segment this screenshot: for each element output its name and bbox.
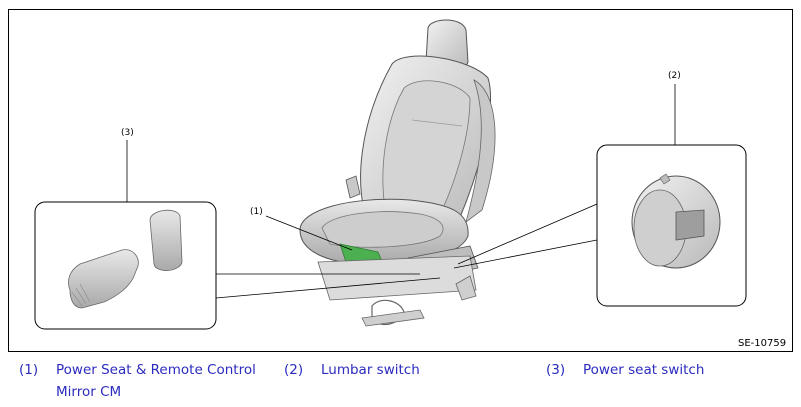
legend-item-3-number: (3) <box>546 362 566 378</box>
callout-2-line-bottom <box>453 239 598 269</box>
legend-item-1-number: (1) <box>19 362 39 378</box>
legend-item-1-text-line2: Mirror CM <box>56 384 122 400</box>
figure-code: SE-10759 <box>738 338 786 349</box>
callout-3-label: (3) <box>121 128 134 138</box>
legend-item-2-text: Lumbar switch <box>321 362 420 378</box>
callout-2-label: (2) <box>668 71 681 81</box>
legend-item-2-number: (2) <box>284 362 304 378</box>
legend-item-1-text: Power Seat & Remote Control <box>56 362 256 378</box>
callout-1-leader <box>265 215 353 251</box>
detail-box-power-seat-switch <box>34 201 217 330</box>
callout-1-label: (1) <box>250 207 263 217</box>
callout-3-line-bottom <box>215 277 441 299</box>
car-seat <box>299 19 496 327</box>
detail-box-lumbar-switch <box>596 144 747 307</box>
legend-item-3-text: Power seat switch <box>583 362 705 378</box>
callout-2-line-top <box>457 203 598 265</box>
